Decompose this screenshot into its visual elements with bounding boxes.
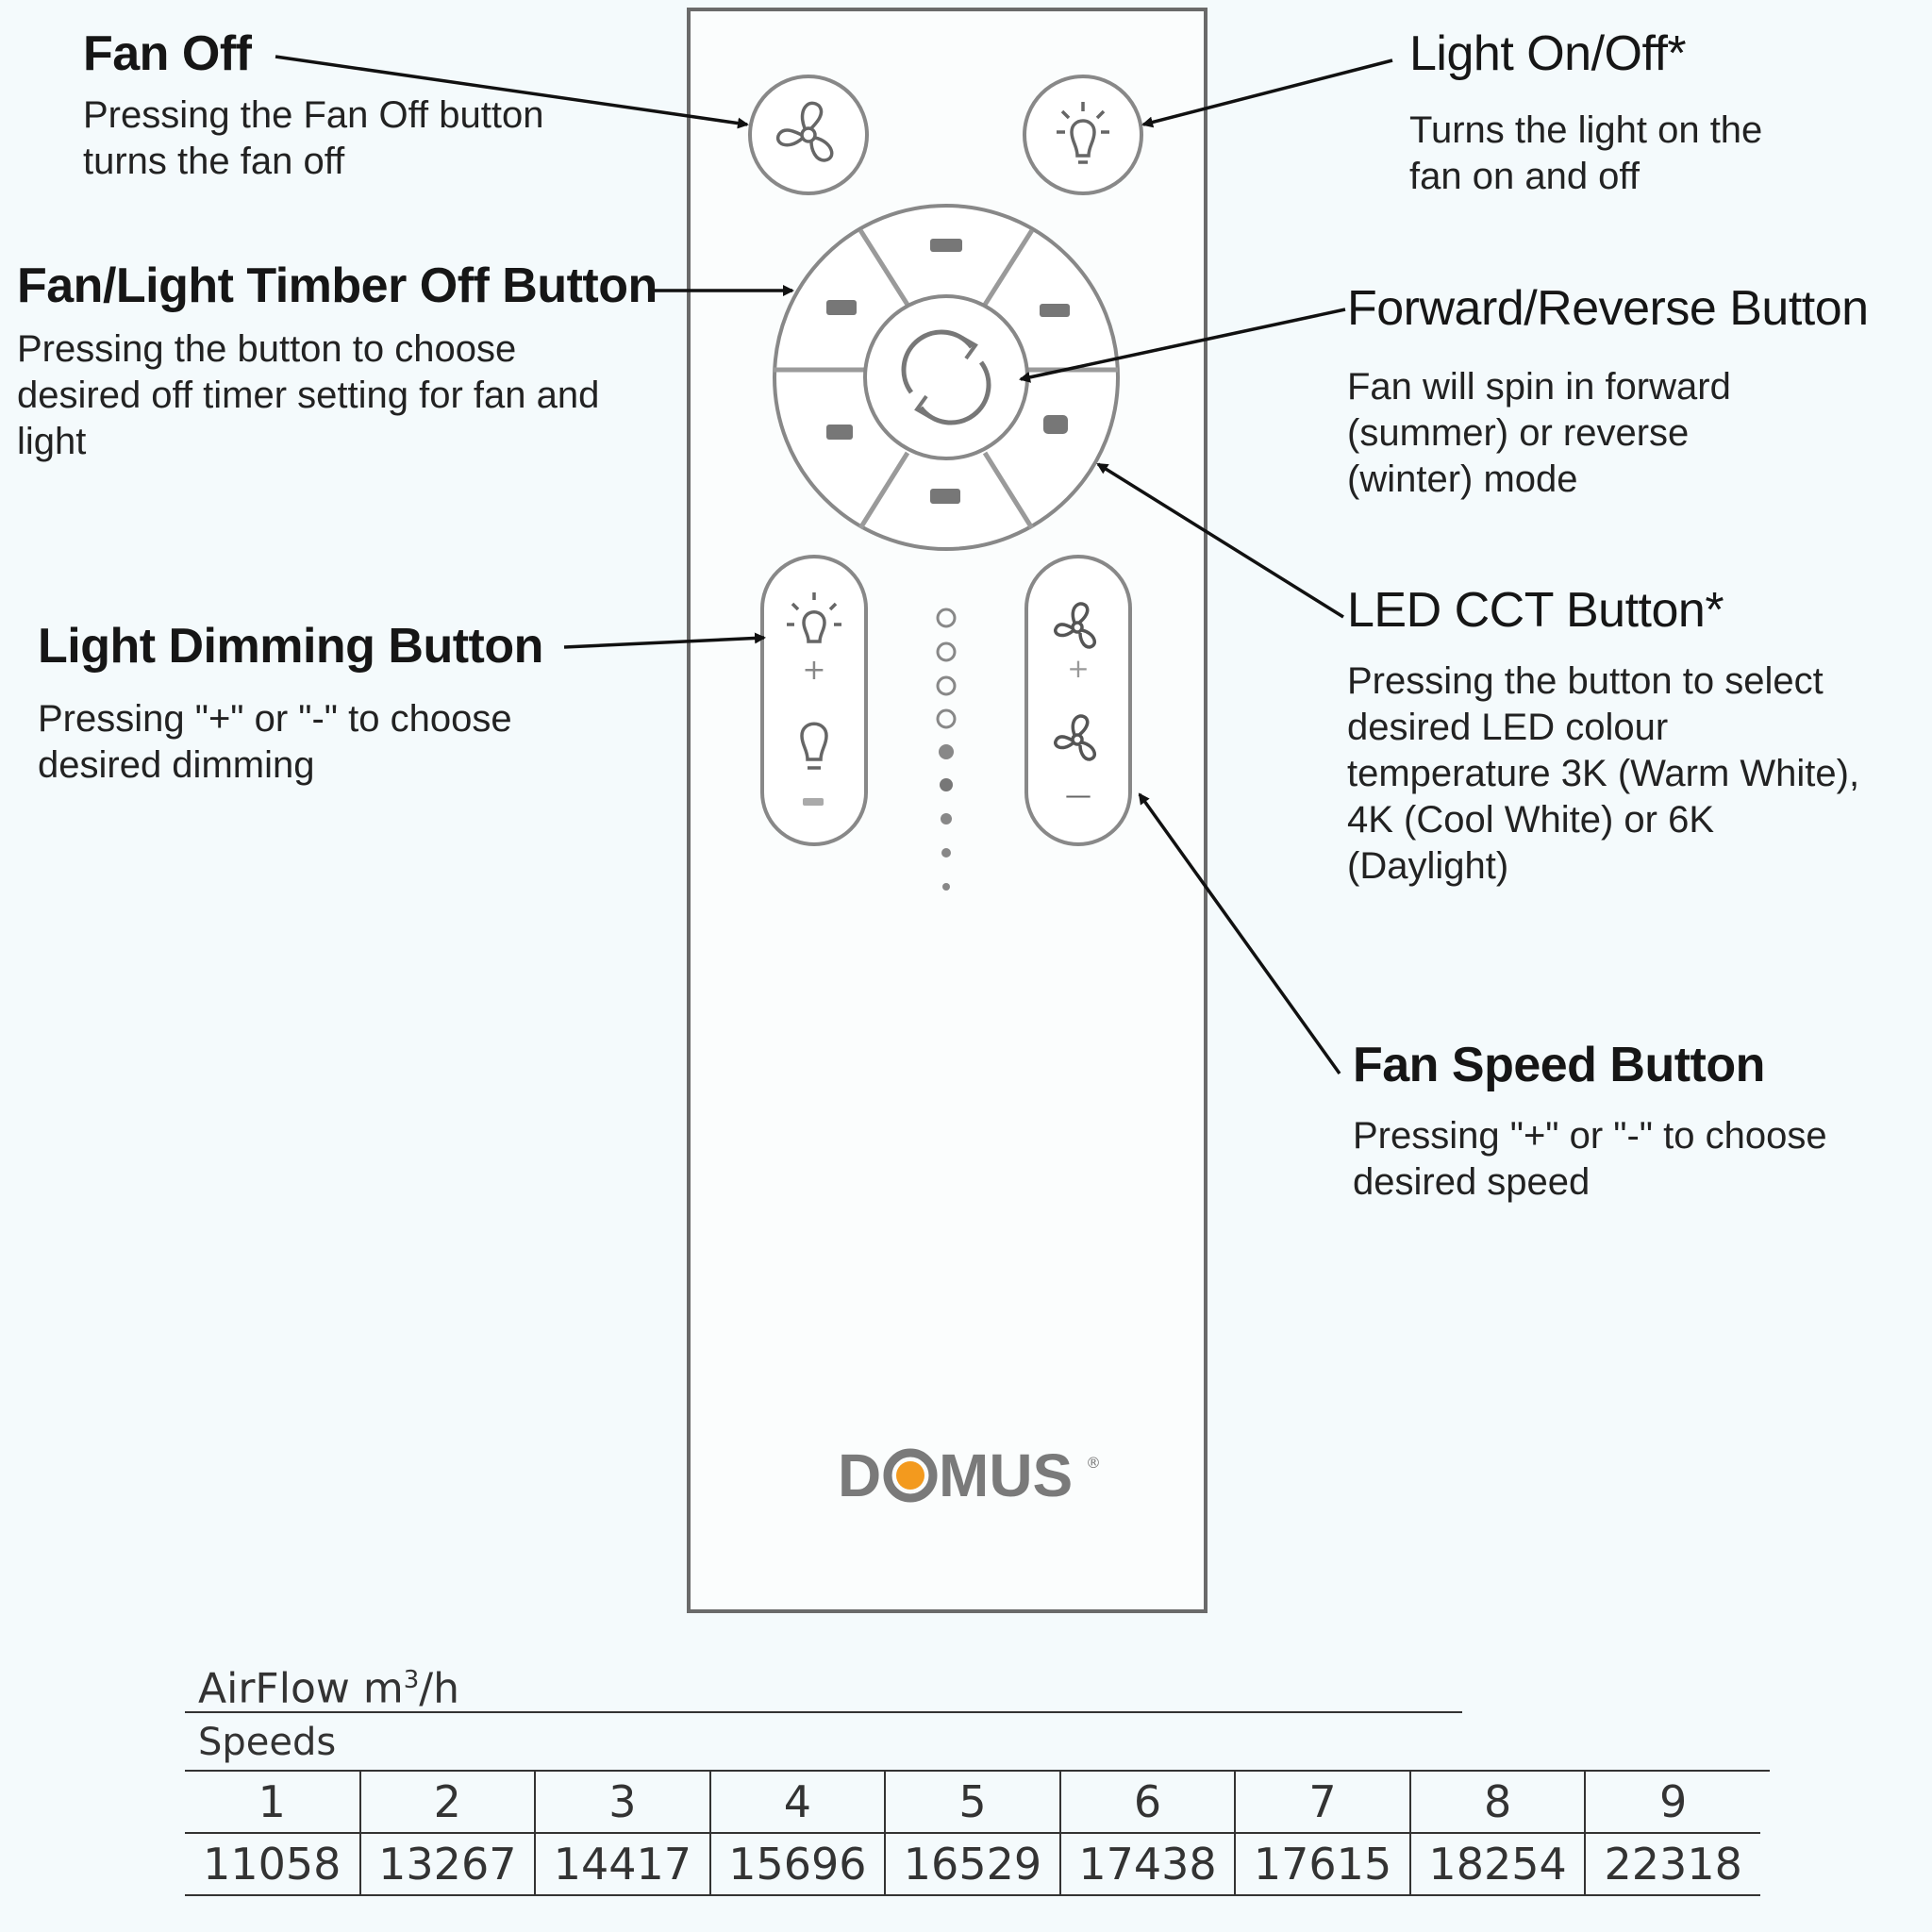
airflow-cell: 18254 — [1408, 1833, 1586, 1896]
speed-cell: 3 — [534, 1772, 710, 1834]
fan-speed-down-icon — [1054, 714, 1097, 761]
speed-cell: 4 — [708, 1772, 886, 1834]
light-onoff-desc: Turns the light on the fan on and off — [1409, 109, 1763, 197]
airflow-cell: 22318 — [1584, 1833, 1760, 1896]
logo-text-left: D — [838, 1441, 881, 1509]
light-bulb-icon — [1057, 102, 1109, 164]
fan-speed-pointer — [1138, 792, 1341, 1075]
timer-desc: Pressing the button to choose desired of… — [17, 328, 600, 462]
light-dimming-button[interactable]: + — [760, 555, 868, 846]
timer-segment-top[interactable] — [930, 239, 962, 252]
timer-segment-lower-left[interactable] — [826, 425, 853, 440]
speed-cell: 2 — [358, 1772, 536, 1834]
led-cct-pointer — [1096, 462, 1344, 619]
airflow-cell: 15696 — [708, 1833, 886, 1896]
logo-orange-o — [883, 1448, 938, 1503]
dimming-title: Light Dimming Button — [38, 619, 543, 674]
airflow-title: AirFlow m3/h — [185, 1649, 1462, 1713]
speed-cell: 8 — [1408, 1772, 1586, 1834]
dimming-pointer — [563, 632, 766, 649]
speed-row: 1 2 3 4 5 6 7 8 9 — [185, 1772, 1760, 1834]
dim-down-icon — [800, 722, 828, 770]
airflow-table-section: AirFlow m3/h Speeds 1 2 3 4 5 6 7 8 9 11… — [185, 1649, 1770, 1896]
airflow-title-text: AirFlow m — [198, 1664, 404, 1713]
logo-orange-dot — [896, 1461, 924, 1490]
timer-segment-lower-right[interactable] — [1043, 415, 1068, 434]
light-onoff-button[interactable] — [1023, 75, 1143, 195]
airflow-cell: 14417 — [534, 1833, 710, 1896]
timer-title: Fan/Light Timber Off Button — [17, 258, 658, 313]
speeds-label: Speeds — [185, 1713, 1770, 1772]
airflow-cell: 17438 — [1058, 1833, 1236, 1896]
fan-off-desc: Pressing the Fan Off button turns the fa… — [83, 94, 544, 182]
airflow-cell: 13267 — [358, 1833, 536, 1896]
fan-speed-title: Fan Speed Button — [1353, 1038, 1765, 1092]
speed-indicator — [936, 608, 957, 891]
speed-led — [942, 883, 950, 891]
fan-off-pointer — [275, 55, 749, 129]
timer-segment-upper-left[interactable] — [826, 300, 857, 315]
airflow-cell: 11058 — [185, 1833, 360, 1896]
domus-logo: D MUS ® — [838, 1441, 1101, 1509]
forward-reverse-pointer — [1019, 308, 1346, 383]
airflow-table: 1 2 3 4 5 6 7 8 9 11058 13267 14417 1569… — [185, 1772, 1760, 1896]
fan-icon — [775, 101, 834, 162]
fan-speed-plus-label: + — [1067, 653, 1089, 684]
fan-speed-desc: Pressing "+" or "-" to choose desired sp… — [1353, 1115, 1827, 1203]
speed-cell: 1 — [185, 1772, 360, 1834]
fan-off-button[interactable] — [748, 75, 869, 195]
timer-segment-bottom[interactable] — [930, 489, 960, 504]
light-onoff-pointer — [1141, 58, 1393, 128]
forward-reverse-desc: Fan will spin in forward (summer) or rev… — [1347, 366, 1731, 500]
fan-off-title: Fan Off — [83, 26, 252, 81]
speed-cell: 7 — [1234, 1772, 1410, 1834]
fan-speed-callout: Fan Speed Button Pressing "+" or "-" to … — [1353, 1038, 1909, 1206]
light-onoff-title: Light On/Off* — [1409, 26, 1687, 81]
forward-reverse-button[interactable] — [863, 294, 1029, 460]
logo-text-right: MUS — [939, 1441, 1073, 1509]
logo-registered-mark: ® — [1086, 1454, 1101, 1472]
dimming-desc: Pressing "+" or "-" to choose desired di… — [38, 698, 512, 786]
timer-callout: Fan/Light Timber Off Button Pressing the… — [17, 258, 658, 465]
fan-off-callout: Fan Off Pressing the Fan Off button turn… — [83, 26, 574, 185]
dim-plus-label: + — [802, 654, 825, 687]
dim-up-icon — [787, 592, 841, 643]
dimming-callout: Light Dimming Button Pressing "+" or "-"… — [38, 619, 566, 789]
forward-reverse-callout: Forward/Reverse Button Fan will spin in … — [1347, 281, 1923, 503]
speed-led — [939, 744, 954, 759]
fan-speed-up-icon — [1054, 602, 1097, 649]
speed-led — [936, 608, 957, 628]
speed-cell: 6 — [1058, 1772, 1236, 1834]
forward-reverse-title: Forward/Reverse Button — [1347, 281, 1869, 336]
speed-led — [941, 848, 951, 858]
dim-minus-label — [803, 798, 824, 806]
speed-led — [941, 813, 952, 824]
timer-segment-upper-right[interactable] — [1040, 304, 1070, 317]
reverse-arrows-icon — [901, 329, 991, 425]
speed-led — [940, 778, 953, 791]
led-cct-callout: LED CCT Button* Pressing the button to s… — [1347, 583, 1894, 890]
airflow-cell: 16529 — [884, 1833, 1060, 1896]
airflow-row: 11058 13267 14417 15696 16529 17438 1761… — [185, 1833, 1760, 1896]
fan-speed-minus-label: — — [1065, 779, 1091, 810]
speed-led — [936, 675, 957, 696]
light-onoff-callout: Light On/Off* Turns the light on the fan… — [1409, 26, 1881, 200]
airflow-title-sup: 3 — [403, 1666, 420, 1694]
speed-led — [936, 641, 957, 662]
airflow-title-unit: /h — [419, 1664, 459, 1713]
led-cct-desc: Pressing the button to select desired LE… — [1347, 660, 1860, 887]
fan-speed-button[interactable]: + — — [1024, 555, 1132, 846]
speed-led — [936, 708, 957, 729]
led-cct-title: LED CCT Button* — [1347, 583, 1724, 638]
speed-cell: 5 — [884, 1772, 1060, 1834]
airflow-cell: 17615 — [1234, 1833, 1410, 1896]
speed-cell: 9 — [1584, 1772, 1760, 1834]
